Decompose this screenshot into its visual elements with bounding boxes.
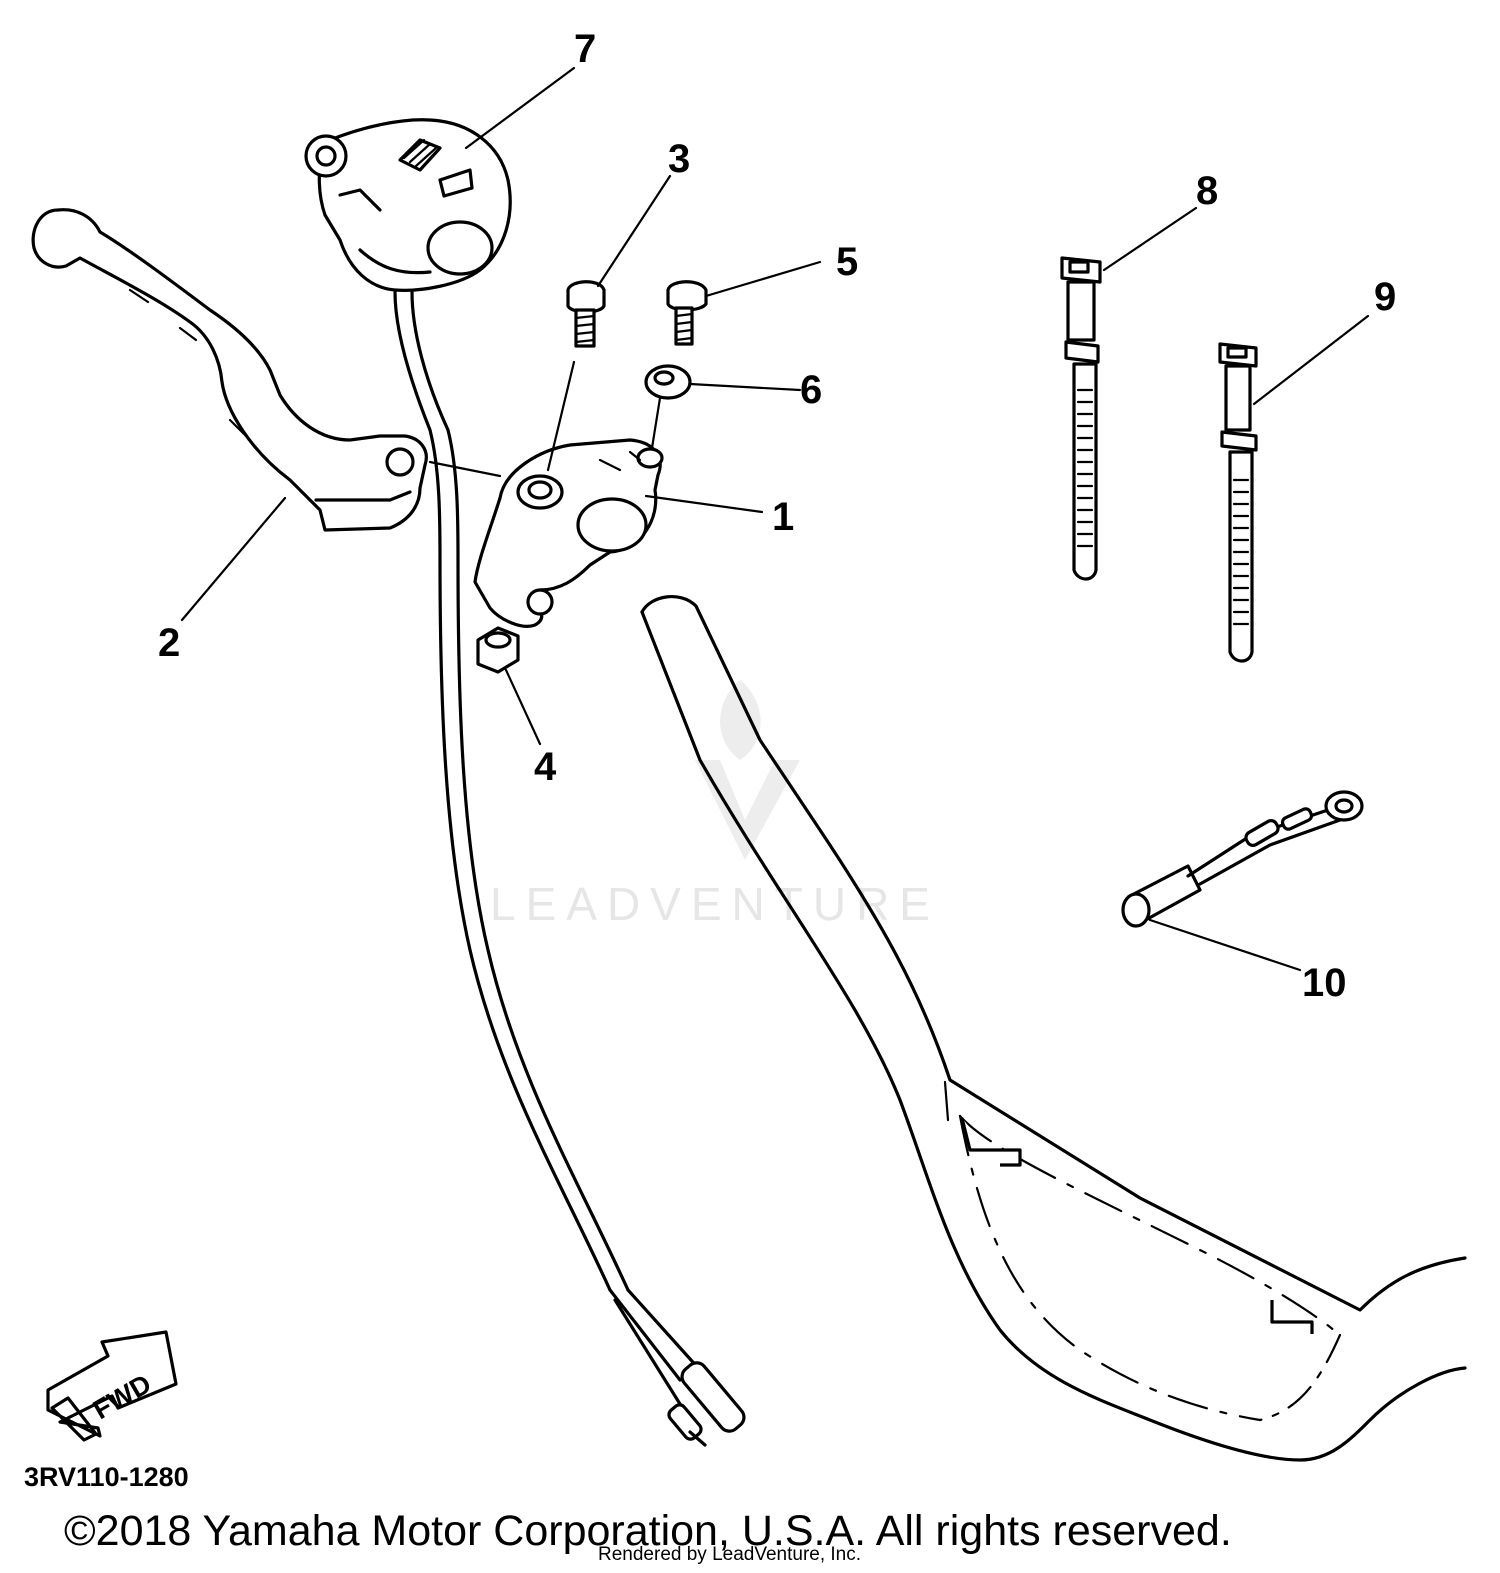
diagram-code: 3RV110-1280 [24, 1462, 189, 1492]
washer-6 [644, 364, 692, 450]
callout-5: 5 [836, 240, 858, 284]
callout-9: 9 [1374, 275, 1396, 319]
cable-tie-9 [1218, 342, 1258, 663]
handlebar-switch [304, 118, 512, 292]
nut-4 [476, 626, 520, 674]
copyright-text: ©2018 Yamaha Motor Corporation, U.S.A. A… [64, 1507, 1232, 1555]
lever-holder [473, 438, 664, 628]
clutch-lever [31, 208, 428, 532]
callout-3: 3 [668, 137, 690, 181]
callout-7: 7 [574, 27, 596, 71]
callout-2: 2 [158, 621, 180, 665]
cable-tie-8 [1060, 256, 1102, 581]
watermark: LEADVENTURE [490, 680, 940, 930]
leader-lines [180, 66, 1370, 972]
screw-3 [546, 280, 606, 472]
handlebar [640, 595, 1467, 1462]
callouts: 7 3 5 6 1 2 4 8 9 10 [158, 27, 1396, 1005]
fwd-arrow-icon: FWD [46, 1330, 178, 1442]
watermark-text: LEADVENTURE [490, 878, 940, 930]
callout-4: 4 [534, 745, 557, 789]
callout-6: 6 [800, 368, 822, 412]
callout-10: 10 [1302, 961, 1347, 1005]
callout-1: 1 [772, 495, 794, 539]
lead-wire-10 [1121, 790, 1364, 928]
callout-8: 8 [1196, 169, 1218, 213]
switch-cable [393, 290, 746, 1447]
rendered-by-text: Rendered by LeadVenture, Inc. [598, 1544, 861, 1565]
screw-5 [666, 280, 708, 346]
